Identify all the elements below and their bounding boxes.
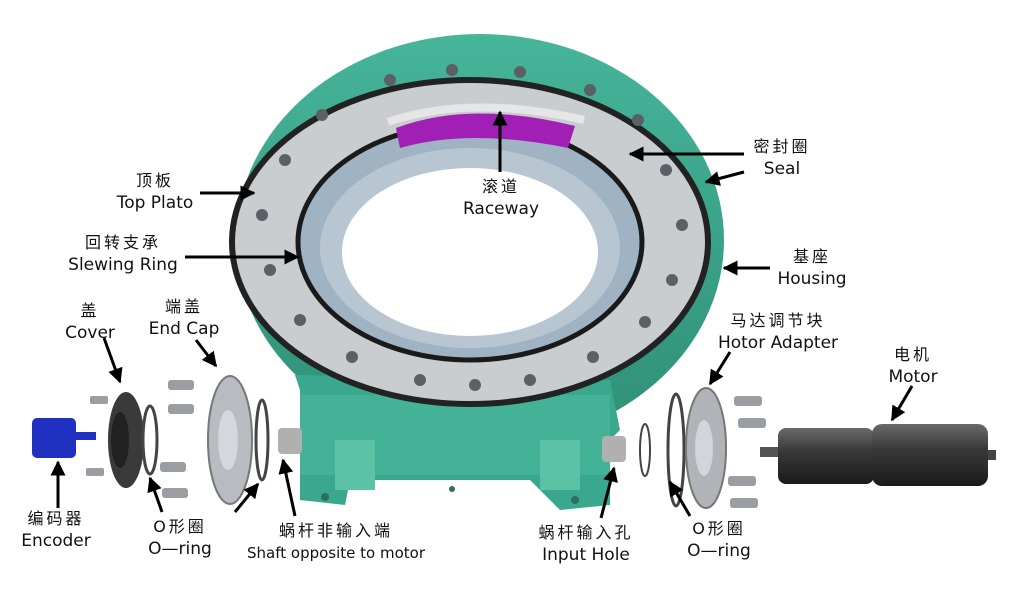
label-seal-cn: 密封圈 xyxy=(753,137,811,156)
shaft-stub-left xyxy=(278,428,302,454)
label-o-ring-right-cn: O形圈 xyxy=(692,519,746,538)
bolt-holes xyxy=(256,64,688,391)
cover xyxy=(108,392,144,488)
label-motor-cn: 电机 xyxy=(893,345,932,364)
label-o-ring-left-en: O—ring xyxy=(148,539,212,559)
label-seal: 密封圈 Seal xyxy=(742,136,822,180)
label-shaft-opposite-en: Shaft opposite to motor xyxy=(247,544,425,562)
label-raceway-cn: 滚道 xyxy=(481,177,520,196)
label-top-plate-cn: 顶板 xyxy=(135,171,174,190)
label-o-ring-left: O形圈 O—ring xyxy=(140,516,220,560)
label-motor-adapter: 马达调节块 Hotor Adapter xyxy=(708,310,848,354)
raceway-segment xyxy=(396,113,575,148)
label-cover-en: Cover xyxy=(65,323,115,343)
label-seal-en: Seal xyxy=(763,159,801,179)
label-o-ring-left-cn: O形圈 xyxy=(153,517,207,536)
label-shaft-opposite-cn: 蜗杆非输入端 xyxy=(278,521,393,540)
label-encoder-en: Encoder xyxy=(21,531,91,551)
label-motor: 电机 Motor xyxy=(878,344,948,388)
label-slewing-ring-cn: 回转支承 xyxy=(84,233,161,252)
shaft-stub-right xyxy=(602,436,626,462)
label-input-hole-cn: 蜗杆输入孔 xyxy=(538,523,634,542)
label-input-hole: 蜗杆输入孔 Input Hole xyxy=(526,522,646,566)
top-plate xyxy=(229,77,711,407)
label-input-hole-en: Input Hole xyxy=(542,545,630,565)
label-cover: 盖 Cover xyxy=(60,300,120,344)
label-housing-cn: 基座 xyxy=(792,247,831,266)
label-housing-en: Housing xyxy=(777,269,847,289)
label-end-cap: 端盖 End Cap xyxy=(144,296,224,340)
o-ring-left-2 xyxy=(254,398,270,482)
label-raceway-en: Raceway xyxy=(462,199,540,219)
label-motor-adapter-en: Hotor Adapter xyxy=(717,333,839,353)
label-o-ring-right-en: O—ring xyxy=(687,541,751,561)
end-cap xyxy=(207,375,253,505)
screws-right xyxy=(728,396,766,508)
leader-arrows xyxy=(50,110,914,519)
label-slewing-ring-en: Slewing Ring xyxy=(68,255,178,275)
motor xyxy=(760,424,996,486)
label-cover-cn: 盖 xyxy=(80,301,100,320)
o-ring-left-1 xyxy=(141,404,159,476)
label-motor-adapter-cn: 马达调节块 xyxy=(730,311,826,330)
label-top-plate: 顶板 Top Plato xyxy=(108,170,202,214)
o-ring-right-2 xyxy=(666,392,686,508)
label-motor-en: Motor xyxy=(888,367,938,387)
label-encoder: 编码器 Encoder xyxy=(16,508,96,552)
motor-adapter xyxy=(685,387,727,509)
encoder xyxy=(32,418,96,458)
label-raceway: 滚道 Raceway xyxy=(456,176,546,220)
o-ring-right-1 xyxy=(639,423,651,477)
label-top-plate-en: Top Plato xyxy=(116,193,194,213)
label-end-cap-cn: 端盖 xyxy=(164,297,203,316)
screws-left xyxy=(86,380,194,498)
label-o-ring-right: O形圈 O—ring xyxy=(674,518,764,562)
label-slewing-ring: 回转支承 Slewing Ring xyxy=(62,232,184,276)
label-end-cap-en: End Cap xyxy=(148,319,220,339)
label-housing: 基座 Housing xyxy=(772,246,852,290)
label-shaft-opposite: 蜗杆非输入端 Shaft opposite to motor xyxy=(236,520,436,564)
label-encoder-cn: 编码器 xyxy=(27,509,85,528)
